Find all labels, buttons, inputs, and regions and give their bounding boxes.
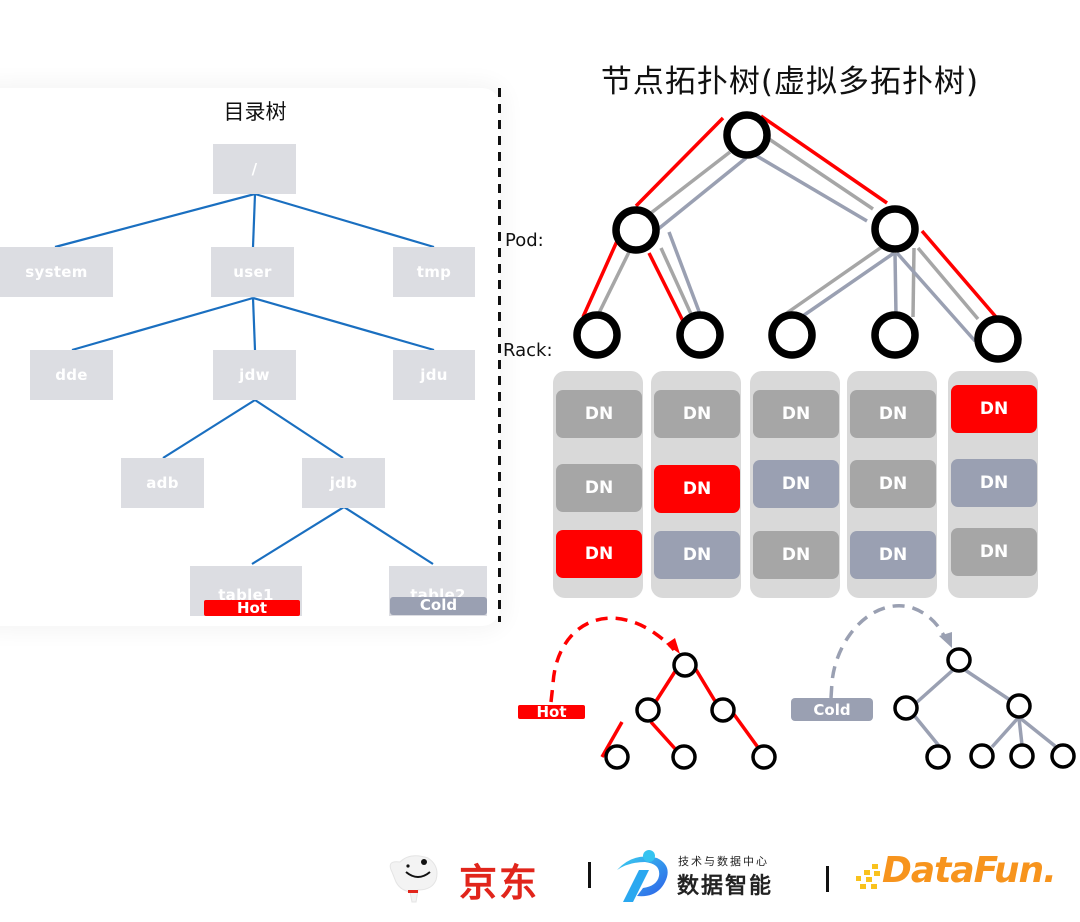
- hot-legend-tag: Hot: [518, 703, 585, 721]
- edge-rightpod-rack5-gray: [916, 246, 980, 321]
- hot-tree-leaf-3: [751, 744, 777, 770]
- footer-separator-1: [588, 862, 591, 888]
- dir-node-jdw[interactable]: jdw: [213, 350, 296, 400]
- edge-leftpod-rack1-red: [581, 229, 624, 318]
- edge-rightpod-rack4-gray: [911, 247, 916, 318]
- pod-level-label: Pod:: [505, 230, 544, 251]
- datanode-red[interactable]: DN: [556, 530, 642, 578]
- hot-tag-table1: Hot: [204, 600, 300, 617]
- edge-root-leftpod-blue: [655, 156, 748, 232]
- datafun-pixels-icon: [852, 860, 882, 896]
- dir-node-adb[interactable]: adb: [121, 458, 204, 508]
- tech-center-title: 数据智能: [677, 874, 774, 899]
- datanode-gray[interactable]: DN: [556, 464, 642, 512]
- topo-root-node: [723, 111, 771, 159]
- topo-rack-node-3: [768, 311, 816, 359]
- edge-user-dde: [71, 296, 254, 352]
- datanode-blue[interactable]: DN: [654, 531, 740, 579]
- topology-tree-title: 节点拓扑树(虚拟多拓扑树): [600, 64, 980, 100]
- tech-center-subtitle: 技术与数据中心: [678, 855, 769, 868]
- hot-tree-leaf-2: [671, 744, 697, 770]
- edge-root-rightpod-gray: [762, 133, 874, 211]
- datanode-gray[interactable]: DN: [654, 390, 740, 438]
- edge-root-leftpod-gray: [649, 150, 732, 215]
- cold-tree: [829, 604, 1076, 770]
- edge-user-jdu: [252, 296, 435, 352]
- hot-tree-root: [672, 652, 698, 678]
- hot-tree-mid-left: [635, 697, 661, 723]
- datanode-red[interactable]: DN: [951, 385, 1037, 433]
- edge-root-system: [54, 192, 256, 249]
- topo-pod-node-right: [871, 205, 919, 253]
- jd-logo-text: 京东: [459, 861, 540, 905]
- data-intelligence-logo-icon: [611, 848, 673, 908]
- edge-leftpod-rack1-gray: [595, 245, 634, 318]
- cold-tree-leaf-3: [1009, 743, 1035, 769]
- topo-rack-node-2: [676, 311, 724, 359]
- edge-root-rightpod-blue: [749, 150, 868, 223]
- edge-root-rightpod-red: [760, 114, 888, 205]
- edge-jdb-table2: [343, 506, 434, 565]
- hot-tree: [549, 616, 777, 770]
- dir-node-dde[interactable]: dde: [30, 350, 113, 400]
- edge-root-leftpod-red: [634, 116, 725, 208]
- hot-tree-mid-right: [710, 697, 736, 723]
- hot-tree-leaf-1: [604, 744, 630, 770]
- cold-tree-leaf-2: [969, 743, 995, 769]
- edge-leftpod-rack2-gray: [659, 247, 693, 315]
- topo-pod-node-left: [612, 206, 660, 254]
- hot-dashed-arrow: [549, 616, 676, 703]
- datanode-gray[interactable]: DN: [951, 528, 1037, 576]
- datanode-gray[interactable]: DN: [850, 390, 936, 438]
- datanode-gray[interactable]: DN: [753, 390, 839, 438]
- dir-node-tmp[interactable]: tmp: [393, 247, 475, 297]
- cold-tag-table2: Cold: [390, 597, 487, 615]
- cold-legend-tag: Cold: [791, 698, 873, 721]
- topo-rack-node-5: [974, 315, 1022, 363]
- dir-node-jdu[interactable]: jdu: [393, 350, 475, 400]
- edge-root-tmp: [254, 192, 435, 249]
- edge-rightpod-rack3-blue: [796, 251, 895, 322]
- edge-rightpod-rack4-blue: [893, 252, 898, 316]
- cold-arrow-head: [939, 632, 952, 648]
- datanode-red[interactable]: DN: [654, 465, 740, 513]
- datanode-gray[interactable]: DN: [753, 531, 839, 579]
- cold-tree-mid-left: [893, 695, 919, 721]
- datanode-blue[interactable]: DN: [753, 460, 839, 508]
- cold-tree-mid-right: [1006, 693, 1032, 719]
- jd-mascot-icon: [384, 850, 444, 910]
- footer-separator-2: [826, 866, 829, 892]
- cold-dashed-arrow: [829, 604, 948, 699]
- datanode-gray[interactable]: DN: [556, 390, 642, 438]
- directory-tree-title: 目录树: [223, 100, 287, 124]
- edge-jdw-jdb: [254, 399, 344, 459]
- edge-rightpod-rack5-blue: [895, 251, 977, 343]
- datanode-blue[interactable]: DN: [850, 531, 936, 579]
- edge-leftpod-rack2-blue: [667, 231, 702, 315]
- edge-user-jdw: [251, 297, 257, 351]
- dir-node-system[interactable]: system: [0, 247, 113, 297]
- edge-jdb-table1: [251, 506, 345, 565]
- edge-leftpod-rack2-red: [647, 252, 685, 322]
- dashed-divider: [498, 88, 501, 622]
- hot-arrow-head: [666, 638, 680, 654]
- topo-rack-node-1: [573, 311, 621, 359]
- edge-root-user: [251, 193, 257, 248]
- edge-jdw-adb: [162, 399, 256, 459]
- edge-rightpod-rack3-gray: [783, 242, 887, 317]
- dir-node-user[interactable]: user: [211, 247, 294, 297]
- cold-tree-leaf-4: [1050, 743, 1076, 769]
- topo-rack-node-4: [871, 311, 919, 359]
- datanode-gray[interactable]: DN: [850, 460, 936, 508]
- edge-rightpod-rack5-red: [920, 229, 998, 319]
- cold-tree-root: [946, 647, 972, 673]
- rack-level-label: Rack:: [503, 340, 553, 361]
- datafun-logo-text: DataFun.: [882, 850, 1057, 891]
- cold-tree-leaf-1: [925, 744, 951, 770]
- datanode-blue[interactable]: DN: [951, 459, 1037, 507]
- dir-node-root[interactable]: /: [213, 144, 296, 194]
- dir-node-jdb[interactable]: jdb: [302, 458, 385, 508]
